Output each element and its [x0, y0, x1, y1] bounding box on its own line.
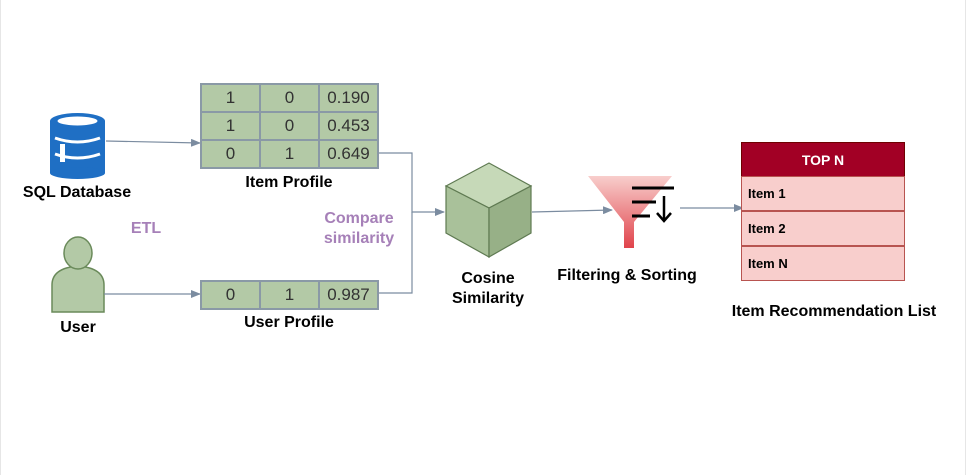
user-label: User: [60, 319, 96, 336]
table-cell: 0: [259, 83, 320, 113]
top-n-item: Item 2: [741, 211, 905, 246]
user-profile-grid: 0 1 0.987: [200, 280, 379, 310]
filtering-sorting-label: Filtering & Sorting: [557, 267, 697, 284]
top-n-item: Item 1: [741, 176, 905, 211]
left-border: [0, 0, 1, 475]
table-cell: 0: [200, 139, 261, 169]
table-cell: 0.649: [318, 139, 379, 169]
cosine-to-filter-arrow: [531, 206, 613, 215]
compare-similarity-label-line1: Compare: [324, 210, 394, 227]
user-profile-label: User Profile: [244, 314, 334, 331]
table-cell: 1: [259, 139, 320, 169]
cosine-similarity-label-line1: Cosine: [461, 270, 515, 287]
table-cell: 1: [200, 111, 261, 141]
table-cell: 0: [200, 280, 261, 310]
table-cell: 0.453: [318, 111, 379, 141]
cube-icon: [444, 162, 533, 259]
item-to-cosine-arrow: [378, 152, 445, 216]
table-cell: 1: [200, 83, 261, 113]
table-cell: 0: [259, 111, 320, 141]
top-n-item: Item N: [741, 246, 905, 281]
db-to-item-arrow: [105, 138, 201, 147]
table-row: 0 1 0.649: [200, 139, 379, 169]
user-icon: [51, 236, 105, 313]
right-border: [965, 0, 966, 475]
table-cell: 1: [259, 280, 320, 310]
table-row: 1 0 0.453: [200, 111, 379, 141]
connectors: [104, 138, 744, 298]
recommendation-list-label: Item Recommendation List: [731, 303, 937, 320]
sql-database-label: SQL Database: [22, 184, 132, 201]
item-profile-grid: 1 0 0.190 1 0 0.453 0 1 0.649: [200, 83, 379, 169]
compare-similarity-label-line2: similarity: [323, 230, 395, 247]
top-n-header: TOP N: [741, 142, 905, 177]
table-cell: 0.987: [318, 280, 379, 310]
etl-label: ETL: [130, 220, 162, 237]
user-to-cosine-line: [378, 212, 413, 294]
item-profile-label: Item Profile: [245, 174, 333, 191]
table-row: 1 0 0.190: [200, 83, 379, 113]
database-icon: [50, 113, 105, 179]
cosine-similarity-label-line2: Similarity: [451, 290, 525, 307]
table-cell: 0.190: [318, 83, 379, 113]
table-row: 0 1 0.987: [200, 280, 379, 310]
funnel-sort-icon: [588, 176, 674, 248]
